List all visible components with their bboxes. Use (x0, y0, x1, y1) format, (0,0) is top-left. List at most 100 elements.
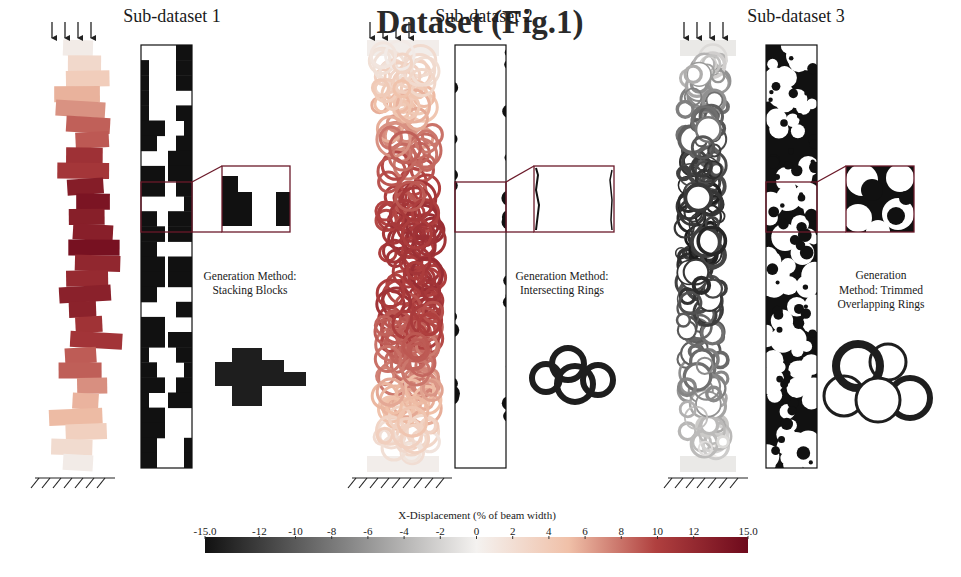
ring (780, 452, 793, 465)
block (168, 332, 192, 348)
image-ground (455, 45, 506, 468)
image-frame (766, 45, 817, 468)
block (176, 377, 192, 393)
block (75, 255, 121, 272)
ground-hatch (730, 478, 738, 488)
static-parts (31, 22, 930, 553)
ground-hatch (675, 478, 683, 488)
block (141, 453, 157, 468)
ring (371, 43, 395, 67)
ring (771, 310, 793, 332)
ring (377, 428, 392, 443)
disc (797, 446, 811, 460)
ground-hatch (697, 478, 705, 488)
ring (390, 132, 421, 163)
tick-label: 10 (652, 525, 663, 537)
ring (403, 358, 430, 385)
ring (766, 325, 773, 337)
block (66, 147, 103, 163)
block (176, 60, 192, 76)
disc (776, 376, 783, 383)
block (184, 196, 192, 212)
panel-label: Sub-dataset 3 (747, 5, 844, 28)
ring (677, 314, 690, 327)
block (141, 317, 165, 333)
ground-hatch (42, 478, 50, 488)
ring (394, 81, 410, 97)
tick-label: 8 (619, 525, 625, 537)
disc (781, 418, 793, 430)
block (141, 438, 157, 454)
ground-hatch (425, 478, 433, 488)
tick-label: 15.0 (738, 525, 757, 537)
zoom-content (222, 176, 290, 226)
block (176, 181, 192, 197)
tick-label: -10 (288, 525, 303, 537)
block (176, 75, 192, 91)
block (184, 121, 192, 137)
ground-hatch (75, 478, 83, 488)
tick-label: -8 (327, 525, 336, 537)
ring (407, 262, 424, 279)
edge-fragment (455, 323, 459, 338)
block (176, 302, 192, 318)
ring (420, 156, 435, 171)
block (141, 287, 157, 303)
ground-hatch (436, 478, 444, 488)
ground-hatch (719, 478, 727, 488)
ring (699, 442, 712, 455)
edge-fragment (502, 396, 506, 410)
block (141, 121, 165, 137)
tick-label: -4 (400, 525, 409, 537)
ground-hatch (370, 478, 378, 488)
ring (791, 124, 805, 138)
ring (786, 45, 812, 69)
colorbar-title: X-Displacement (% of beam width) (398, 509, 556, 523)
disc (787, 406, 796, 415)
disc (798, 269, 802, 273)
disc (797, 113, 803, 119)
block (141, 90, 149, 106)
binary-image (766, 45, 817, 468)
ring (679, 379, 696, 396)
block (57, 163, 109, 179)
block (72, 223, 113, 241)
tick-label: -2 (436, 525, 445, 537)
image-ground (141, 45, 192, 468)
ring (419, 314, 440, 335)
block (66, 70, 110, 87)
disc (785, 370, 791, 376)
block (141, 362, 157, 378)
ring (399, 188, 431, 220)
block (176, 105, 192, 121)
ring (784, 328, 807, 351)
block (141, 60, 149, 76)
disc (772, 82, 781, 91)
ring (694, 278, 709, 293)
block (141, 393, 149, 409)
disc (805, 209, 817, 222)
edge-fragment (501, 191, 506, 206)
tick-label: 4 (546, 525, 552, 537)
zoom-frame (846, 166, 914, 232)
disc (807, 63, 817, 74)
disc (767, 156, 779, 168)
block (77, 378, 107, 395)
block (141, 377, 165, 393)
image-frame (141, 45, 192, 468)
disc (776, 280, 780, 284)
tick-label: 2 (510, 525, 516, 537)
disc (789, 56, 794, 61)
block (75, 131, 109, 149)
block (168, 211, 192, 227)
method-note: Generation Method: Intersecting Rings (505, 269, 620, 298)
ring (377, 379, 403, 405)
block (67, 177, 104, 195)
block (141, 211, 157, 227)
ring (375, 317, 393, 335)
ring (678, 168, 690, 180)
trimmed-rings-icon (824, 344, 930, 422)
disc (804, 304, 808, 308)
ground-support (31, 478, 748, 488)
block (141, 181, 165, 197)
